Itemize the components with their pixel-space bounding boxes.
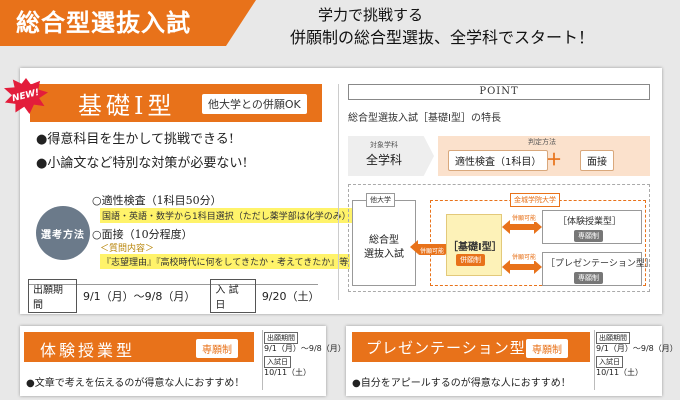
sogo-label-line-2: 選抜入試	[364, 249, 404, 260]
period-label: 出願期間	[28, 278, 77, 313]
arrow-shaft-2	[506, 224, 536, 230]
plus-icon: ＋	[546, 150, 563, 169]
presen-schedule-divider	[594, 330, 595, 390]
presen-title: プレゼンテーション型	[366, 339, 526, 357]
taiken-type-badge: 専願制	[574, 230, 603, 242]
vertical-divider	[338, 84, 339, 300]
feature-bullet-2: ●小論文など特別な対策が必要ない!	[36, 156, 248, 171]
exam-label: 入 試 日	[210, 278, 256, 313]
taiken-schedule-divider	[262, 330, 263, 390]
method-2-detail: 『志望理由』『高校時代に何をしてきたか・考えてきたか』等	[100, 254, 351, 269]
subtitle-line-2: 併願制の総合型選抜、全学科でスタート！	[290, 28, 595, 47]
method-1-detail: 国語・英語・数学から1科目選択（ただし薬学部は化学のみ）	[100, 208, 353, 223]
presen-period-value: 9/1（月）～9/8（月）	[596, 344, 678, 353]
point-heading: POINT	[348, 84, 650, 100]
arrow-right-icon	[534, 260, 542, 274]
target-value: 全学科	[366, 153, 403, 167]
taiken-description: ●文章で考えを伝えるのが得意な人におすすめ！	[26, 378, 245, 389]
sogo-label: 総合型 選抜入試	[360, 234, 408, 262]
target-box	[348, 136, 434, 176]
arrow-label-2: 併願可能	[510, 213, 539, 222]
target-label: 対象学科	[370, 141, 398, 149]
presen-badge: 専願制	[526, 339, 568, 358]
flow-diagram-frame	[348, 184, 650, 292]
subtitle-line-1: 学力で挑戦する	[318, 6, 424, 24]
taiken-exam-value: 10/11（土）	[264, 368, 312, 377]
presen-description: ●自分をアピールするのが得意な人におすすめ！	[352, 378, 571, 389]
presen-type-badge: 専願制	[574, 272, 603, 284]
heigan-badge: 他大学との併願OK	[202, 94, 307, 114]
arrow-left-icon	[502, 260, 510, 274]
page-title: 総合型選抜入試	[0, 0, 226, 46]
period-value: 9/1（月）～9/8（月）	[82, 289, 196, 303]
arrow-label-1: 併願可能	[418, 246, 447, 255]
taiken-title: 体験授業型	[40, 341, 136, 360]
arrow-label-3: 併願可能	[510, 252, 539, 261]
presen-exam-label: 入試日	[596, 356, 623, 368]
other-university-tag: 他大学	[366, 193, 395, 207]
title-tail-shape	[226, 0, 256, 46]
method-2-detail-heading: ＜質問内容＞	[100, 244, 155, 254]
taiken-schedule: 出願期間 9/1（月）～9/8（月） 入試日 10/11（土）	[264, 330, 346, 378]
kiso-type-card-title: ［基礎Ⅰ型］	[448, 242, 502, 253]
taiken-badge: 専願制	[196, 339, 238, 358]
presen-period-label: 出願期間	[596, 332, 630, 344]
judge-method-2: 面接	[580, 150, 614, 171]
method-2: ○面接（10分程度）	[92, 228, 193, 241]
presen-schedule: 出願期間 9/1（月）～9/8（月） 入試日 10/11（土）	[596, 330, 678, 378]
taiken-period-label: 出願期間	[264, 332, 298, 344]
method-1: ○適性検査（1科目50分）	[92, 194, 222, 207]
arrow-right-icon	[534, 220, 542, 234]
judge-method-1: 適性検査（1科目）	[448, 150, 549, 171]
taiken-exam-label: 入試日	[264, 356, 291, 368]
feature-bullet-1: ●得意科目を生かして挑戦できる!	[36, 132, 234, 147]
taiken-period-value: 9/1（月）～9/8（月）	[264, 344, 346, 353]
judge-label: 判定方法	[528, 138, 556, 146]
kiso-title: 基礎Ⅰ型	[78, 92, 176, 120]
method-circle-label: 選考方法	[36, 206, 90, 260]
arrow-left-icon	[502, 220, 510, 234]
kinjo-university-tag: 金城学院大学	[510, 193, 560, 207]
sogo-label-line-1: 総合型	[369, 235, 399, 246]
arrow-left-icon	[410, 240, 418, 254]
taiken-type-title: ［体験授業型］	[558, 217, 622, 227]
schedule-row: 出願期間 9/1（月）～9/8（月） 入 試 日 9/20（土）	[28, 278, 320, 313]
presen-type-title: ［プレゼンテーション型］	[546, 259, 654, 269]
kiso-type-card-badge: 併願制	[456, 254, 485, 266]
presen-exam-value: 10/11（土）	[596, 368, 644, 377]
point-description: 総合型選抜入試［基礎Ⅰ型］の特長	[348, 113, 501, 124]
arrow-shaft-3	[506, 264, 536, 270]
exam-value: 9/20（土）	[261, 289, 320, 303]
new-badge-text: NEW!	[11, 87, 41, 105]
